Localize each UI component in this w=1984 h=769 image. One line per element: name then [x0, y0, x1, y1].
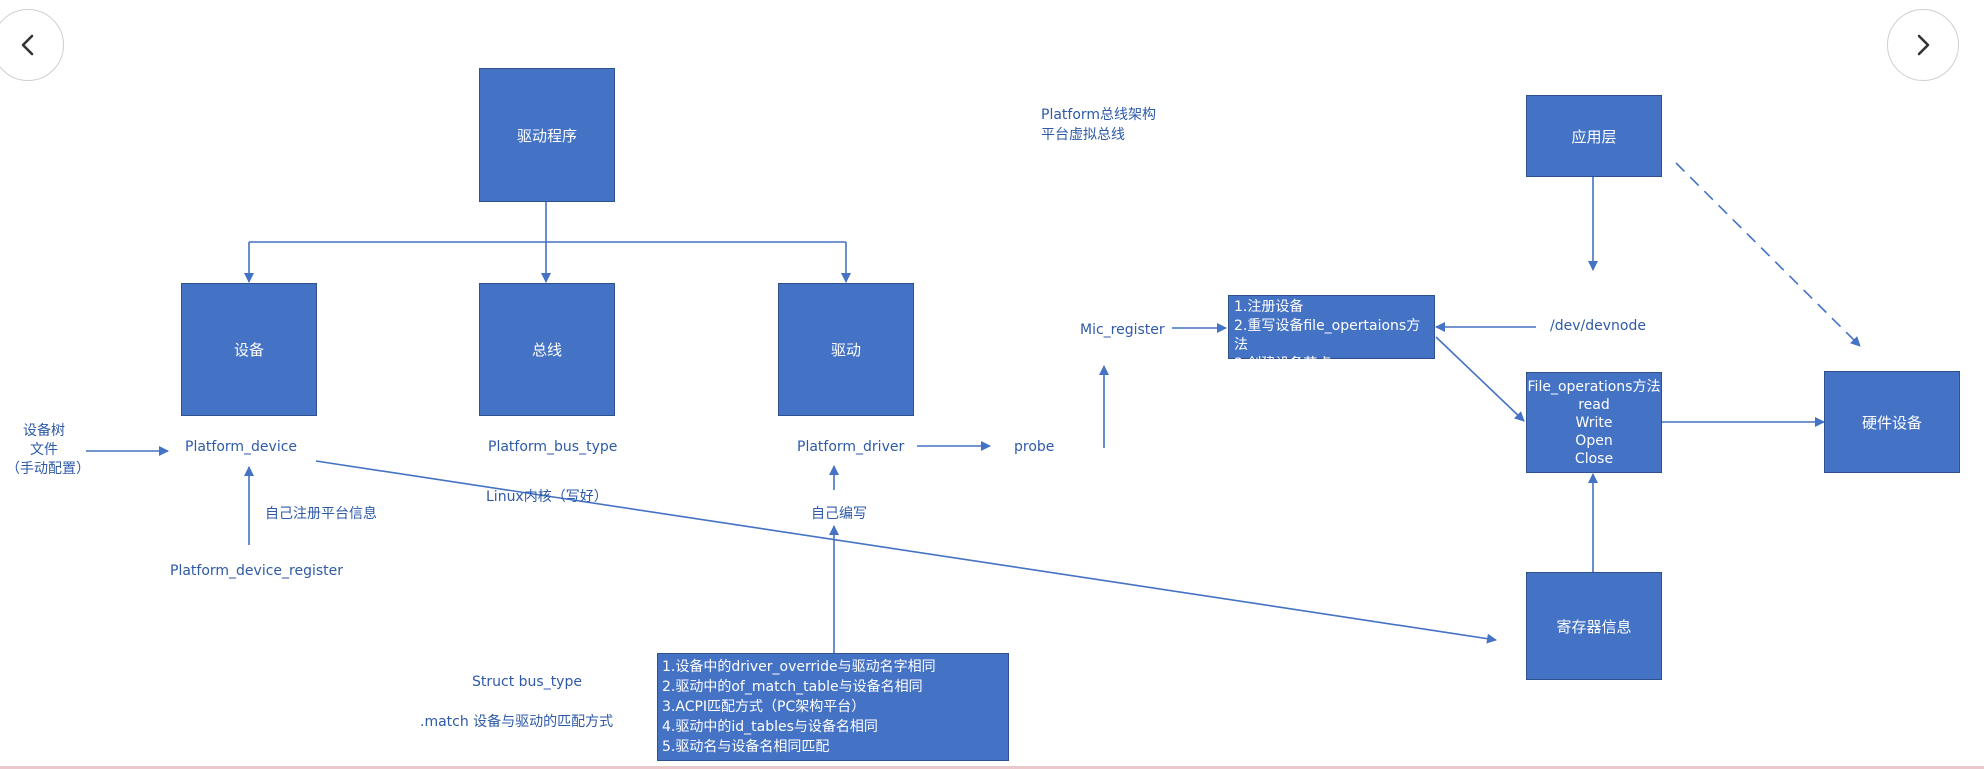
file-ops-box: File_operations方法 read Write Open Close — [1526, 372, 1662, 473]
register-step: 3.创建设备节点 — [1234, 356, 1332, 372]
driver-program-box: 驱动程序 — [479, 68, 615, 202]
app-layer-box: 应用层 — [1526, 95, 1662, 177]
register-steps-box: 1.注册设备 2.重写设备file_opertaions方法 3.创建设备节点 — [1228, 295, 1435, 372]
match-methods-box: 1.设备中的driver_override与驱动名字相同 2.驱动中的of_ma… — [657, 653, 1009, 761]
bus-box: 总线 — [479, 283, 615, 416]
title-line-1: Platform总线架构 — [1041, 107, 1157, 123]
arrow-steps-to-fileops — [1435, 336, 1525, 422]
prev-button[interactable] — [0, 9, 64, 81]
title-line-2: 平台虚拟总线 — [1041, 127, 1125, 143]
hardware-label: 硬件设备 — [1861, 413, 1922, 432]
file-op-item: Open — [1575, 432, 1613, 449]
struct-bus-type-label: Struct bus_type — [472, 674, 582, 690]
match-method: 4.驱动中的id_tables与设备名相同 — [662, 719, 878, 735]
platform-driver-label: Platform_driver — [797, 439, 905, 455]
match-desc-label: .match 设备与驱动的匹配方式 — [420, 714, 614, 730]
match-method: 5.驱动名与设备名相同匹配 — [662, 739, 830, 755]
device-box: 设备 — [181, 283, 317, 416]
chevron-right-icon — [1917, 34, 1930, 56]
file-ops-title: File_operations方法 — [1527, 378, 1661, 395]
driver-program-label: 驱动程序 — [516, 126, 577, 145]
driver-label: 驱动 — [830, 341, 861, 359]
driver-box: 驱动 — [778, 283, 914, 416]
file-op-item: Write — [1575, 414, 1613, 431]
platform-device-register-label: Platform_device_register — [170, 563, 344, 579]
match-method: 3.ACPI匹配方式（PC架构平台） — [662, 699, 866, 715]
platform-device-label: Platform_device — [185, 439, 298, 455]
chevron-left-icon — [21, 34, 34, 56]
register-step: 2.重写设备file_opertaions方法 — [1234, 318, 1421, 353]
device-label: 设备 — [233, 341, 264, 359]
self-register-label: 自己注册平台信息 — [265, 506, 377, 522]
file-op-item: Close — [1574, 450, 1614, 467]
dev-devnode-label: /dev/devnode — [1550, 318, 1646, 334]
next-button[interactable] — [1887, 9, 1959, 81]
mic-register-label: Mic_register — [1080, 322, 1165, 338]
register-info-label: 寄存器信息 — [1556, 617, 1632, 636]
probe-label: probe — [1014, 439, 1055, 455]
hardware-box: 硬件设备 — [1824, 371, 1960, 473]
app-layer-label: 应用层 — [1571, 127, 1617, 146]
file-op-item: read — [1578, 396, 1610, 413]
match-method: 1.设备中的driver_override与驱动名字相同 — [662, 659, 936, 675]
self-write-label: 自己编写 — [811, 506, 867, 522]
match-method: 2.驱动中的of_match_table与设备名相同 — [662, 679, 923, 695]
bus-label: 总线 — [531, 341, 562, 359]
linux-kernel-label: Linux内核（写好） — [486, 489, 608, 505]
register-step: 1.注册设备 — [1234, 299, 1304, 315]
device-tree-label: 设备树 文件 （手动配置） — [6, 423, 90, 477]
bottom-divider — [0, 766, 1984, 769]
platform-bus-type-label: Platform_bus_type — [488, 439, 618, 455]
register-info-box: 寄存器信息 — [1526, 572, 1662, 680]
arrow-app-to-hardware-dashed — [1675, 162, 1861, 347]
arrow-device-to-reginfo — [315, 460, 1497, 644]
